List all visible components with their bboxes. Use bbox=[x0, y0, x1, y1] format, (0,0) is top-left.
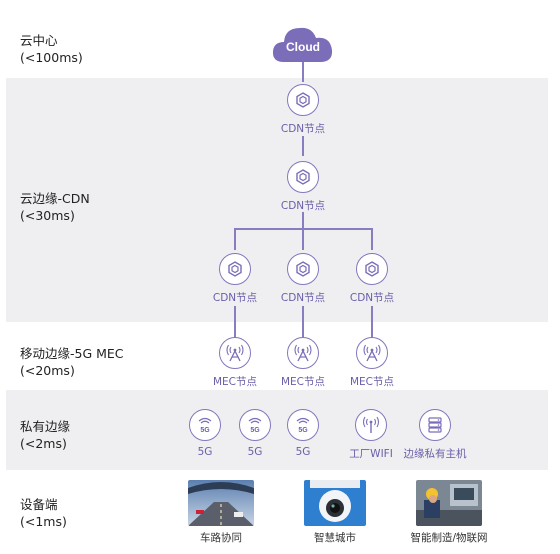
connector-branch-right bbox=[371, 228, 373, 250]
cube-icon bbox=[287, 84, 319, 116]
cdn-node-label: CDN节点 bbox=[349, 292, 395, 304]
tier-band-mec bbox=[6, 322, 548, 390]
connector-cdn-branch bbox=[302, 212, 304, 228]
cube-icon bbox=[287, 161, 319, 193]
antenna-icon bbox=[219, 337, 251, 369]
connector-branch-left bbox=[234, 228, 236, 250]
tier-band-cdn bbox=[6, 78, 548, 322]
cube-icon bbox=[287, 253, 319, 285]
connector-branch-center bbox=[302, 228, 304, 250]
tier-label-device: 设备端 (<1ms) bbox=[20, 496, 67, 530]
tier-band-private bbox=[6, 390, 548, 470]
connector-cdn-mec-center bbox=[302, 306, 304, 338]
tier-name: 云边缘-CDN bbox=[20, 191, 90, 206]
tier-latency: (<1ms) bbox=[20, 514, 67, 529]
device-label: 智能制造/物联网 bbox=[410, 532, 488, 544]
host-label: 边缘私有主机 bbox=[403, 448, 467, 460]
connector-cdn-cdn bbox=[302, 136, 304, 156]
5g-icon-text: 5G bbox=[250, 427, 260, 434]
antenna-icon bbox=[287, 337, 319, 369]
cloud-icon bbox=[272, 27, 333, 63]
5g-icon-text: 5G bbox=[200, 427, 210, 434]
connector-cloud-cdn bbox=[302, 58, 304, 82]
cloud-label: Cloud bbox=[286, 40, 320, 54]
tier-name: 移动边缘-5G MEC bbox=[20, 346, 124, 361]
tier-name: 设备端 bbox=[20, 497, 58, 512]
5g-label: 5G bbox=[197, 446, 213, 458]
cube-icon bbox=[356, 253, 388, 285]
wifi-antenna-icon bbox=[355, 409, 387, 441]
5g-label: 5G bbox=[295, 446, 311, 458]
factory-photo bbox=[416, 480, 482, 526]
server-icon bbox=[419, 409, 451, 441]
5g-icon: 5G bbox=[287, 409, 319, 441]
tier-name: 私有边缘 bbox=[20, 419, 71, 434]
tier-latency: (<100ms) bbox=[20, 50, 83, 65]
cube-icon bbox=[219, 253, 251, 285]
device-label: 车路协同 bbox=[200, 532, 242, 544]
tier-band-cloud bbox=[6, 6, 548, 78]
5g-label: 5G bbox=[247, 446, 263, 458]
mec-node-label: MEC节点 bbox=[212, 376, 258, 388]
camera-photo bbox=[304, 480, 366, 526]
5g-icon-text: 5G bbox=[298, 427, 308, 434]
cdn-node-label: CDN节点 bbox=[280, 200, 326, 212]
wifi-label: 工厂WIFI bbox=[349, 448, 393, 460]
5g-icon: 5G bbox=[189, 409, 221, 441]
cloud-node: Cloud bbox=[270, 22, 336, 66]
connector-cdn-mec-left bbox=[234, 306, 236, 338]
cdn-node-label: CDN节点 bbox=[280, 292, 326, 304]
tier-label-private: 私有边缘 (<2ms) bbox=[20, 418, 70, 452]
tier-latency: (<20ms) bbox=[20, 363, 75, 378]
mec-node-label: MEC节点 bbox=[349, 376, 395, 388]
tier-label-cdn: 云边缘-CDN (<30ms) bbox=[20, 190, 90, 224]
5g-icon: 5G bbox=[239, 409, 271, 441]
connector-cdn-mec-right bbox=[371, 306, 373, 338]
device-label: 智慧城市 bbox=[314, 532, 356, 544]
tier-latency: (<2ms) bbox=[20, 436, 67, 451]
road-photo bbox=[188, 480, 254, 526]
tier-latency: (<30ms) bbox=[20, 208, 75, 223]
cdn-node-label: CDN节点 bbox=[212, 292, 258, 304]
cdn-node-label: CDN节点 bbox=[280, 123, 326, 135]
antenna-icon bbox=[356, 337, 388, 369]
tier-name: 云中心 bbox=[20, 33, 58, 48]
mec-node-label: MEC节点 bbox=[280, 376, 326, 388]
tier-label-mec: 移动边缘-5G MEC (<20ms) bbox=[20, 345, 124, 379]
tier-label-cloud: 云中心 (<100ms) bbox=[20, 32, 83, 66]
